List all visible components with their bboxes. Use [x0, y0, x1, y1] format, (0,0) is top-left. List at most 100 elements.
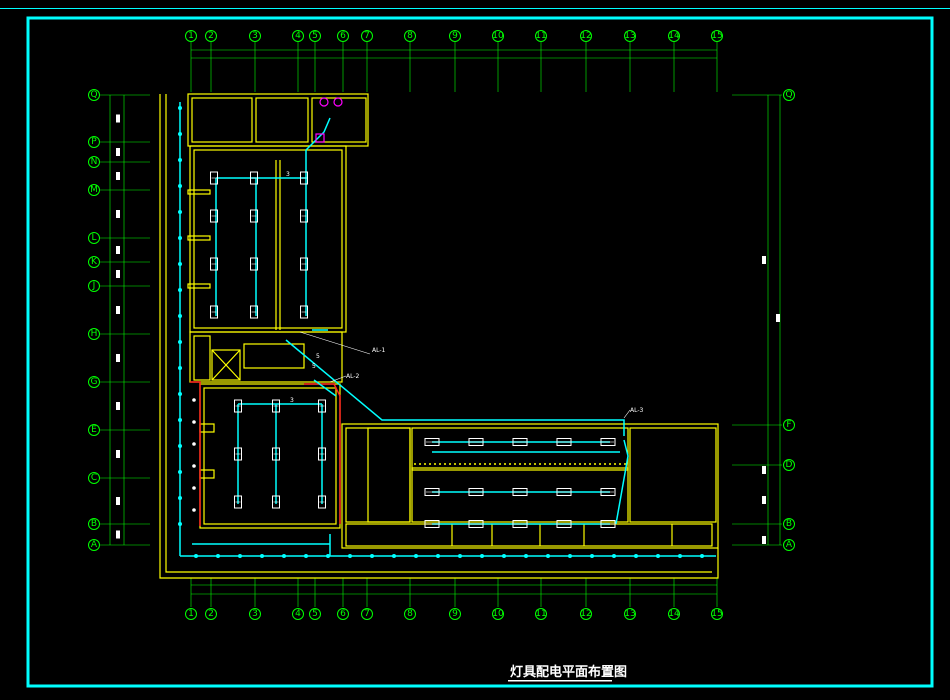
circuit-node	[178, 236, 182, 240]
bubble-circle	[185, 30, 197, 42]
row-label: L	[91, 233, 96, 243]
circuit-node	[502, 554, 506, 558]
light-fixture	[600, 488, 616, 496]
panel-tag-3: AL-3	[630, 407, 644, 414]
light-fixture	[234, 495, 242, 509]
circuit-node	[524, 554, 528, 558]
column-bubble: 5	[309, 30, 321, 42]
column-label: 14	[668, 609, 680, 619]
row-label: A	[786, 540, 793, 550]
circuit-tag-5b: 5	[312, 363, 316, 370]
column-bubble: 8	[404, 30, 416, 42]
fixture-outline	[600, 438, 616, 446]
row-bubble: M	[88, 184, 100, 196]
fixture-outline	[272, 495, 280, 509]
fixture-outline	[424, 520, 440, 528]
light-fixture	[424, 520, 440, 528]
circuit-node	[458, 554, 462, 558]
bubble-circle	[249, 30, 261, 42]
row-bubble: B	[88, 518, 100, 530]
light-fixture	[250, 171, 258, 185]
column-bubble: 5	[309, 608, 321, 620]
fixture-outline	[250, 209, 258, 223]
dimension-mark	[116, 210, 120, 218]
row-axis-lines	[100, 94, 782, 546]
fixture-outline	[424, 488, 440, 496]
dimension-mark	[116, 450, 120, 458]
circuit-node	[194, 554, 198, 558]
row-label: J	[92, 281, 96, 291]
column-bubble: 4	[292, 30, 304, 42]
drawing-title: 灯具配电平面布置图	[510, 664, 627, 680]
bubble-circle	[404, 30, 416, 42]
light-fixture	[512, 520, 528, 528]
light-fixture	[512, 438, 528, 446]
light-fixture	[250, 305, 258, 319]
column-label: 9	[452, 31, 458, 41]
light-fixture	[250, 257, 258, 271]
column-label: 9	[452, 609, 458, 619]
dimension-mark	[762, 496, 766, 504]
column-label: 14	[668, 31, 680, 41]
circuit-node	[178, 314, 182, 318]
light-fixture	[600, 520, 616, 528]
circuit-node	[238, 554, 242, 558]
bubble-circle	[88, 256, 100, 268]
fixture-outline	[424, 438, 440, 446]
fixture-outline	[556, 438, 572, 446]
light-fixture	[300, 171, 308, 185]
row-bubble: A	[88, 539, 100, 551]
row-bubble: J	[88, 280, 100, 292]
column-bubble: 13	[624, 30, 636, 42]
fixture-outline	[300, 209, 308, 223]
column-label: 12	[580, 609, 591, 619]
fixture-outline	[600, 520, 616, 528]
circuit-node	[260, 554, 264, 558]
row-label: Q	[785, 90, 792, 100]
column-label: 3	[252, 609, 258, 619]
row-label: F	[786, 420, 791, 430]
panel-tag-2: AL-2	[346, 373, 360, 380]
dimension-mark	[116, 114, 120, 123]
fixture-outline	[300, 257, 308, 271]
bubble-circle	[492, 608, 504, 620]
light-fixture	[424, 488, 440, 496]
row-bubble: Q	[88, 89, 100, 101]
fixture-outline	[300, 305, 308, 319]
circuit-node	[192, 508, 196, 512]
fixture-outline	[318, 399, 326, 413]
dimension-mark	[762, 536, 766, 544]
row-bubble: G	[88, 376, 100, 388]
column-label: 8	[407, 31, 413, 41]
column-bubble: 2	[205, 608, 217, 620]
circuit-node	[178, 366, 182, 370]
bubble-circle	[668, 608, 680, 620]
bubble-circle	[783, 518, 795, 530]
dimension-mark	[116, 497, 120, 505]
fixture-outline	[556, 520, 572, 528]
bubble-circle	[624, 608, 636, 620]
row-bubble: N	[88, 156, 100, 168]
fixture-outline	[556, 488, 572, 496]
circuit-node	[392, 554, 396, 558]
light-fixture	[468, 438, 484, 446]
circuit-node	[634, 554, 638, 558]
column-label: 12	[580, 31, 591, 41]
row-bubble: L	[88, 232, 100, 244]
dimension-lines	[109, 49, 781, 595]
circuit-node	[348, 554, 352, 558]
fixture-outline	[250, 257, 258, 271]
circuit-node	[590, 554, 594, 558]
row-label: Q	[90, 90, 97, 100]
outer-border-top	[0, 8, 950, 9]
fixture-outline	[468, 488, 484, 496]
column-label: 5	[312, 31, 318, 41]
bubble-circle	[580, 30, 592, 42]
circuit-node	[192, 420, 196, 424]
bubble-circle	[88, 136, 100, 148]
fixture-outline	[234, 447, 242, 461]
circuit-node	[178, 496, 182, 500]
row-label: B	[786, 519, 792, 529]
